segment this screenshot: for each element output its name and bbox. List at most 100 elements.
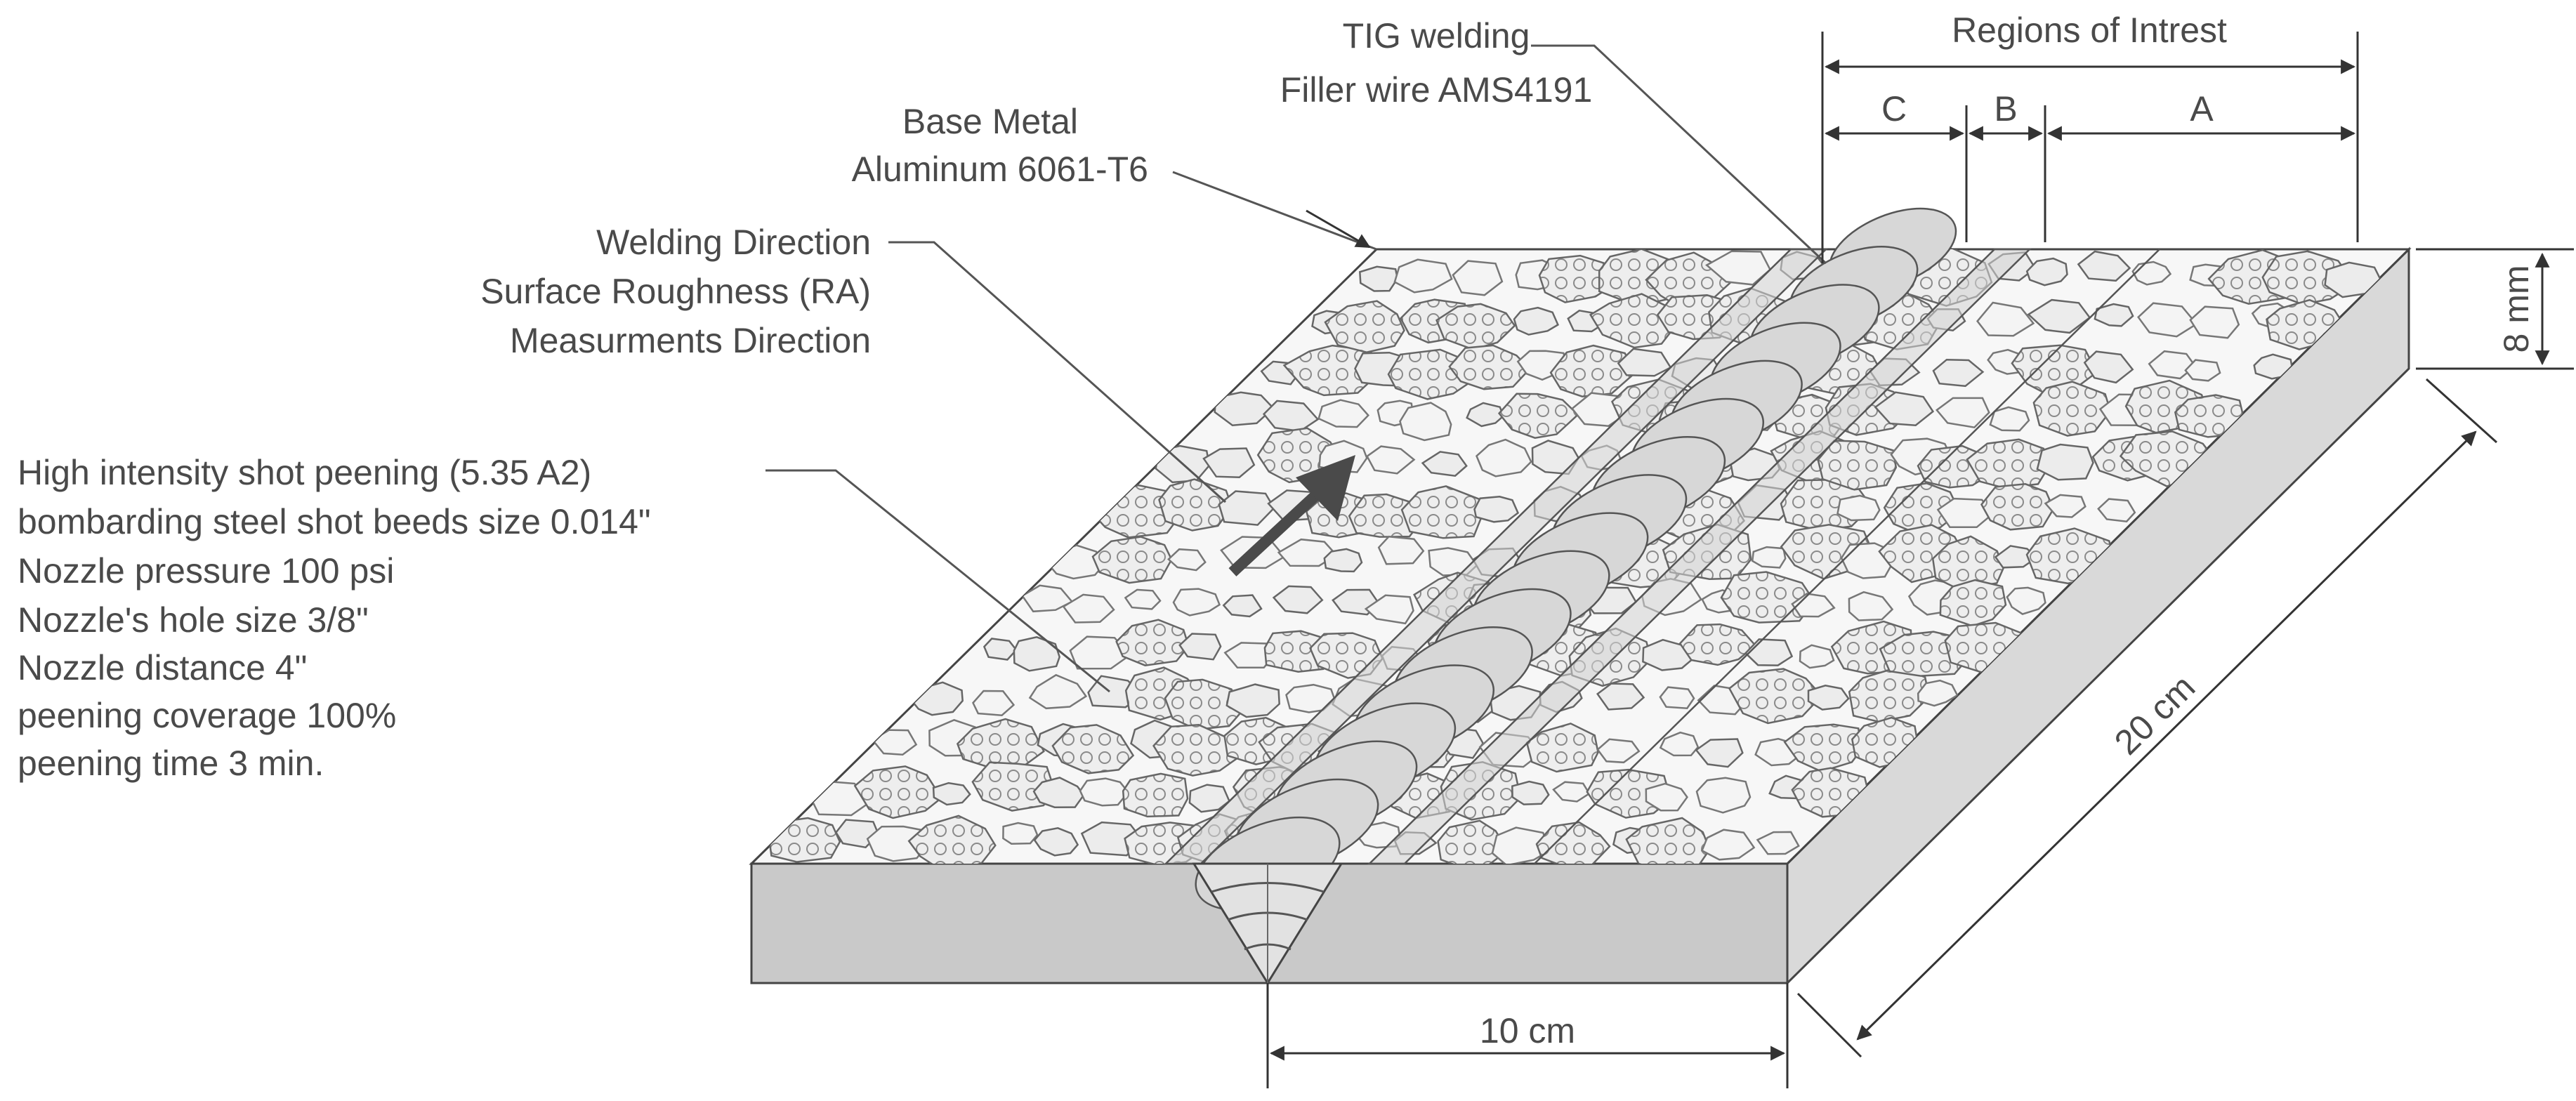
- grain-cell: [1586, 768, 1672, 819]
- grain-cell: [1836, 494, 1881, 522]
- grain-cell: [907, 815, 997, 864]
- grain-cell: [1538, 254, 1617, 303]
- grain-cell: [1028, 673, 1088, 710]
- grain-cell: [2077, 250, 2131, 282]
- grain-cell: [1476, 438, 1532, 477]
- grain-cell: [1799, 644, 1835, 669]
- grain-cell: [983, 638, 1018, 661]
- grain-cell: [1222, 594, 1263, 618]
- grain-cell: [1115, 619, 1190, 666]
- grain-cell: [1700, 829, 1756, 861]
- thickness-dimension: [2416, 248, 2574, 370]
- grain-cell: [1448, 344, 1531, 390]
- grain-cell: [1596, 683, 1645, 711]
- grain-cell: [2184, 359, 2221, 382]
- welding-direction-label: Welding Direction: [596, 223, 871, 262]
- grain-cell: [853, 765, 943, 819]
- base-metal-leader-line: [1172, 171, 1377, 251]
- v-groove-weld-section: [1192, 862, 1343, 985]
- width-dimension: [1266, 983, 1789, 1088]
- grain-cell: [1393, 258, 1453, 294]
- grain-cell: [1535, 821, 1611, 864]
- grain-cell: [1225, 683, 1280, 718]
- grain-cell: [1002, 822, 1039, 845]
- grain-cell: [1659, 686, 1695, 709]
- grain-cell: [1272, 585, 1324, 614]
- peening-line: Nozzle's hole size 3/8": [18, 600, 369, 640]
- regions-of-interest-title: Regions of Intrest: [1952, 11, 2227, 50]
- grain-cell: [2094, 303, 2134, 327]
- filler-wire-label: Filler wire AMS4191: [1280, 70, 1593, 110]
- grain-cell: [2083, 350, 2134, 384]
- grain-cell: [1051, 724, 1135, 774]
- grain-cell: [1277, 538, 1338, 567]
- welding-direction-arrow: [1228, 455, 1355, 576]
- grain-cell: [1399, 402, 1452, 442]
- grain-cell: [1466, 402, 1505, 428]
- shot-peening-leader-line: [765, 469, 1110, 693]
- grain-cell: [2027, 298, 2091, 334]
- grain-cell: [1935, 397, 1990, 429]
- haz-strip-left: [1163, 248, 1829, 865]
- grain-cell: [1358, 265, 1399, 292]
- base-metal-label: Base Metal: [902, 102, 1078, 141]
- grain-cell: [1596, 738, 1641, 764]
- grain-cell: [1695, 777, 1752, 814]
- grain-cell: [1421, 451, 1468, 477]
- grain-cell: [1817, 440, 1898, 491]
- grain-cell: [1079, 777, 1130, 807]
- grain-cell: [1188, 784, 1230, 813]
- region-a-label: A: [2190, 89, 2214, 128]
- region-boundary-line: [1534, 249, 2160, 864]
- grain-cell: [1625, 817, 1711, 864]
- grain-cell: [1013, 635, 1061, 672]
- grain-cell: [1728, 668, 1823, 725]
- thickness-label: 8 mm: [2497, 265, 2536, 353]
- region-b-label: B: [1994, 89, 2017, 128]
- tig-welding-label: TIG welding: [1343, 16, 1530, 55]
- grain-cell: [1032, 777, 1085, 808]
- grain-cell: [1033, 827, 1079, 857]
- grain-cell: [1122, 772, 1189, 818]
- grain-cell: [1218, 490, 1275, 526]
- shot-peening-parameters: High intensity shot peening (5.35 A2) bo…: [18, 453, 651, 783]
- peening-line: Nozzle pressure 100 psi: [18, 551, 394, 591]
- haz-strip-right: [1367, 248, 2032, 865]
- grain-cell: [1202, 447, 1256, 478]
- grain-cell: [972, 690, 1016, 716]
- peening-line: peening coverage 100%: [18, 696, 396, 735]
- grain-cell: [1705, 250, 1772, 286]
- grain-cell: [1751, 546, 1787, 569]
- grain-cell: [1807, 685, 1850, 711]
- peening-line: peening time 3 min.: [18, 744, 324, 783]
- grain-cell: [1377, 535, 1425, 565]
- grain-cell: [1659, 731, 1700, 757]
- regions-of-interest-dimensions: [1821, 32, 2359, 263]
- grain-cell: [1720, 571, 1815, 624]
- grain-cell: [971, 761, 1056, 812]
- grain-cell: [1069, 635, 1131, 670]
- grain-cell: [1167, 548, 1207, 572]
- grain-cell: [1756, 831, 1800, 855]
- grain-cell: [768, 817, 841, 863]
- grain-cell: [1783, 723, 1862, 773]
- grain-cell: [1091, 536, 1173, 584]
- grain-cell: [866, 825, 929, 862]
- length-dimension: [1796, 378, 2498, 1058]
- grain-cell: [1124, 588, 1162, 610]
- grain-cell: [1263, 630, 1333, 673]
- grain-cell: [1695, 738, 1744, 768]
- grain-cell: [1513, 306, 1559, 336]
- tig-leader-line: [1531, 44, 1827, 265]
- welding-direction-leader-line: [888, 241, 1226, 503]
- grain-cell: [2261, 250, 2356, 305]
- measurement-direction-label: Measurments Direction: [510, 321, 871, 360]
- grain-cell: [1365, 445, 1416, 475]
- grain-cell: [1437, 819, 1509, 864]
- grain-cell: [1364, 594, 1414, 625]
- grain-cell: [1589, 293, 1677, 349]
- peening-line: Nozzle distance 4": [18, 648, 307, 687]
- surface-roughness-label: Surface Roughness (RA): [480, 272, 871, 311]
- grain-cell: [1874, 391, 1935, 426]
